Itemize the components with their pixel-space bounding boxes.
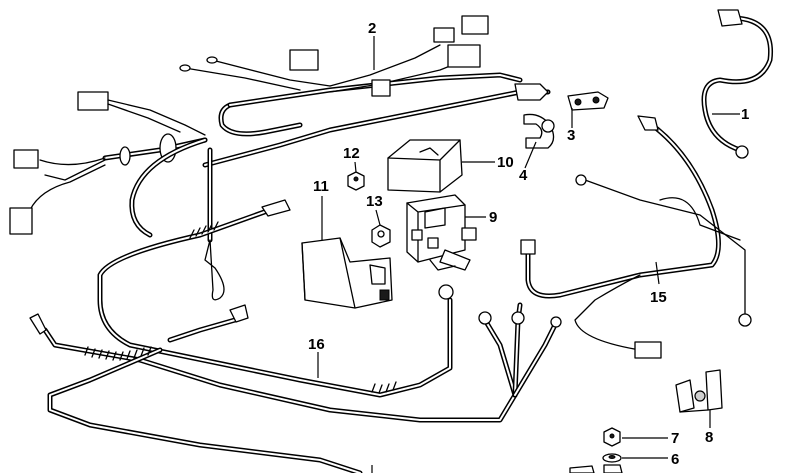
callout-7: 7: [671, 430, 679, 447]
ring-terminal-icon: [478, 311, 492, 325]
ring-terminal-icon: [637, 115, 659, 131]
terminal-clip-icon: [229, 304, 249, 323]
leader-lines: [317, 36, 740, 473]
callout-13: 13: [366, 193, 383, 210]
part-9-distribution-block: [406, 194, 477, 271]
part-7-nut: [603, 427, 621, 447]
part-4-clamp: [523, 113, 555, 149]
ring-terminal-icon: [520, 239, 536, 255]
eye-terminal-icon: [204, 239, 225, 301]
callout-12: 12: [343, 145, 360, 162]
part-13-nut: [371, 224, 391, 248]
ring-terminal-icon: [738, 313, 752, 327]
connector-icon: [634, 341, 662, 359]
ring-terminal-icon: [511, 311, 525, 325]
main-harness-lower: [29, 137, 562, 473]
connector-icon: [371, 79, 391, 97]
ring-terminal-icon: [575, 174, 587, 186]
callout-10: 10: [497, 154, 514, 171]
ring-terminal-icon: [735, 145, 749, 159]
part-8-bracket: [675, 369, 723, 413]
callout-2: 2: [368, 20, 376, 37]
callout-4: 4: [519, 167, 528, 184]
grommet-icon: [119, 146, 131, 166]
callout-6: 6: [671, 451, 679, 468]
part-11-cover: [301, 237, 393, 309]
connector-icon: [289, 49, 319, 71]
ring-terminal-icon: [261, 199, 291, 217]
battery-clamp-icon: [717, 9, 743, 27]
connector-icon: [77, 91, 109, 111]
main-harness-upper: [179, 15, 551, 168]
ring-terminal-icon: [438, 284, 454, 300]
ring-terminal-icon: [29, 313, 47, 335]
part-6-washer: [602, 453, 622, 463]
connector-icon: [433, 27, 455, 43]
part-10-cover: [387, 139, 463, 193]
terminal-clip-icon: [514, 83, 549, 101]
bottom-clip-parts: [569, 464, 623, 473]
part-3-clip: [567, 91, 609, 111]
callout-9: 9: [489, 209, 497, 226]
callout-1: 1: [741, 106, 749, 123]
cable-set: [520, 115, 752, 359]
part-12-nut: [347, 171, 365, 191]
callout-15: 15: [650, 289, 667, 306]
sensor-connector-icon: [13, 149, 39, 169]
callout-11: 11: [313, 178, 329, 195]
ring-terminal-icon: [550, 316, 562, 328]
battery-cable: [701, 9, 774, 159]
ring-terminal-icon: [179, 64, 191, 72]
connector-icon: [447, 44, 481, 68]
left-sensor-branch: [9, 91, 208, 235]
callout-labels: 1 2 3 4 6 7 8 9 10 11 12 13 15 16: [308, 20, 749, 468]
callout-8: 8: [705, 429, 713, 446]
ring-terminal-icon: [206, 56, 218, 64]
callout-3: 3: [567, 127, 575, 144]
callout-16: 16: [308, 336, 325, 353]
connector-icon: [461, 15, 489, 35]
plug-icon: [9, 207, 33, 235]
